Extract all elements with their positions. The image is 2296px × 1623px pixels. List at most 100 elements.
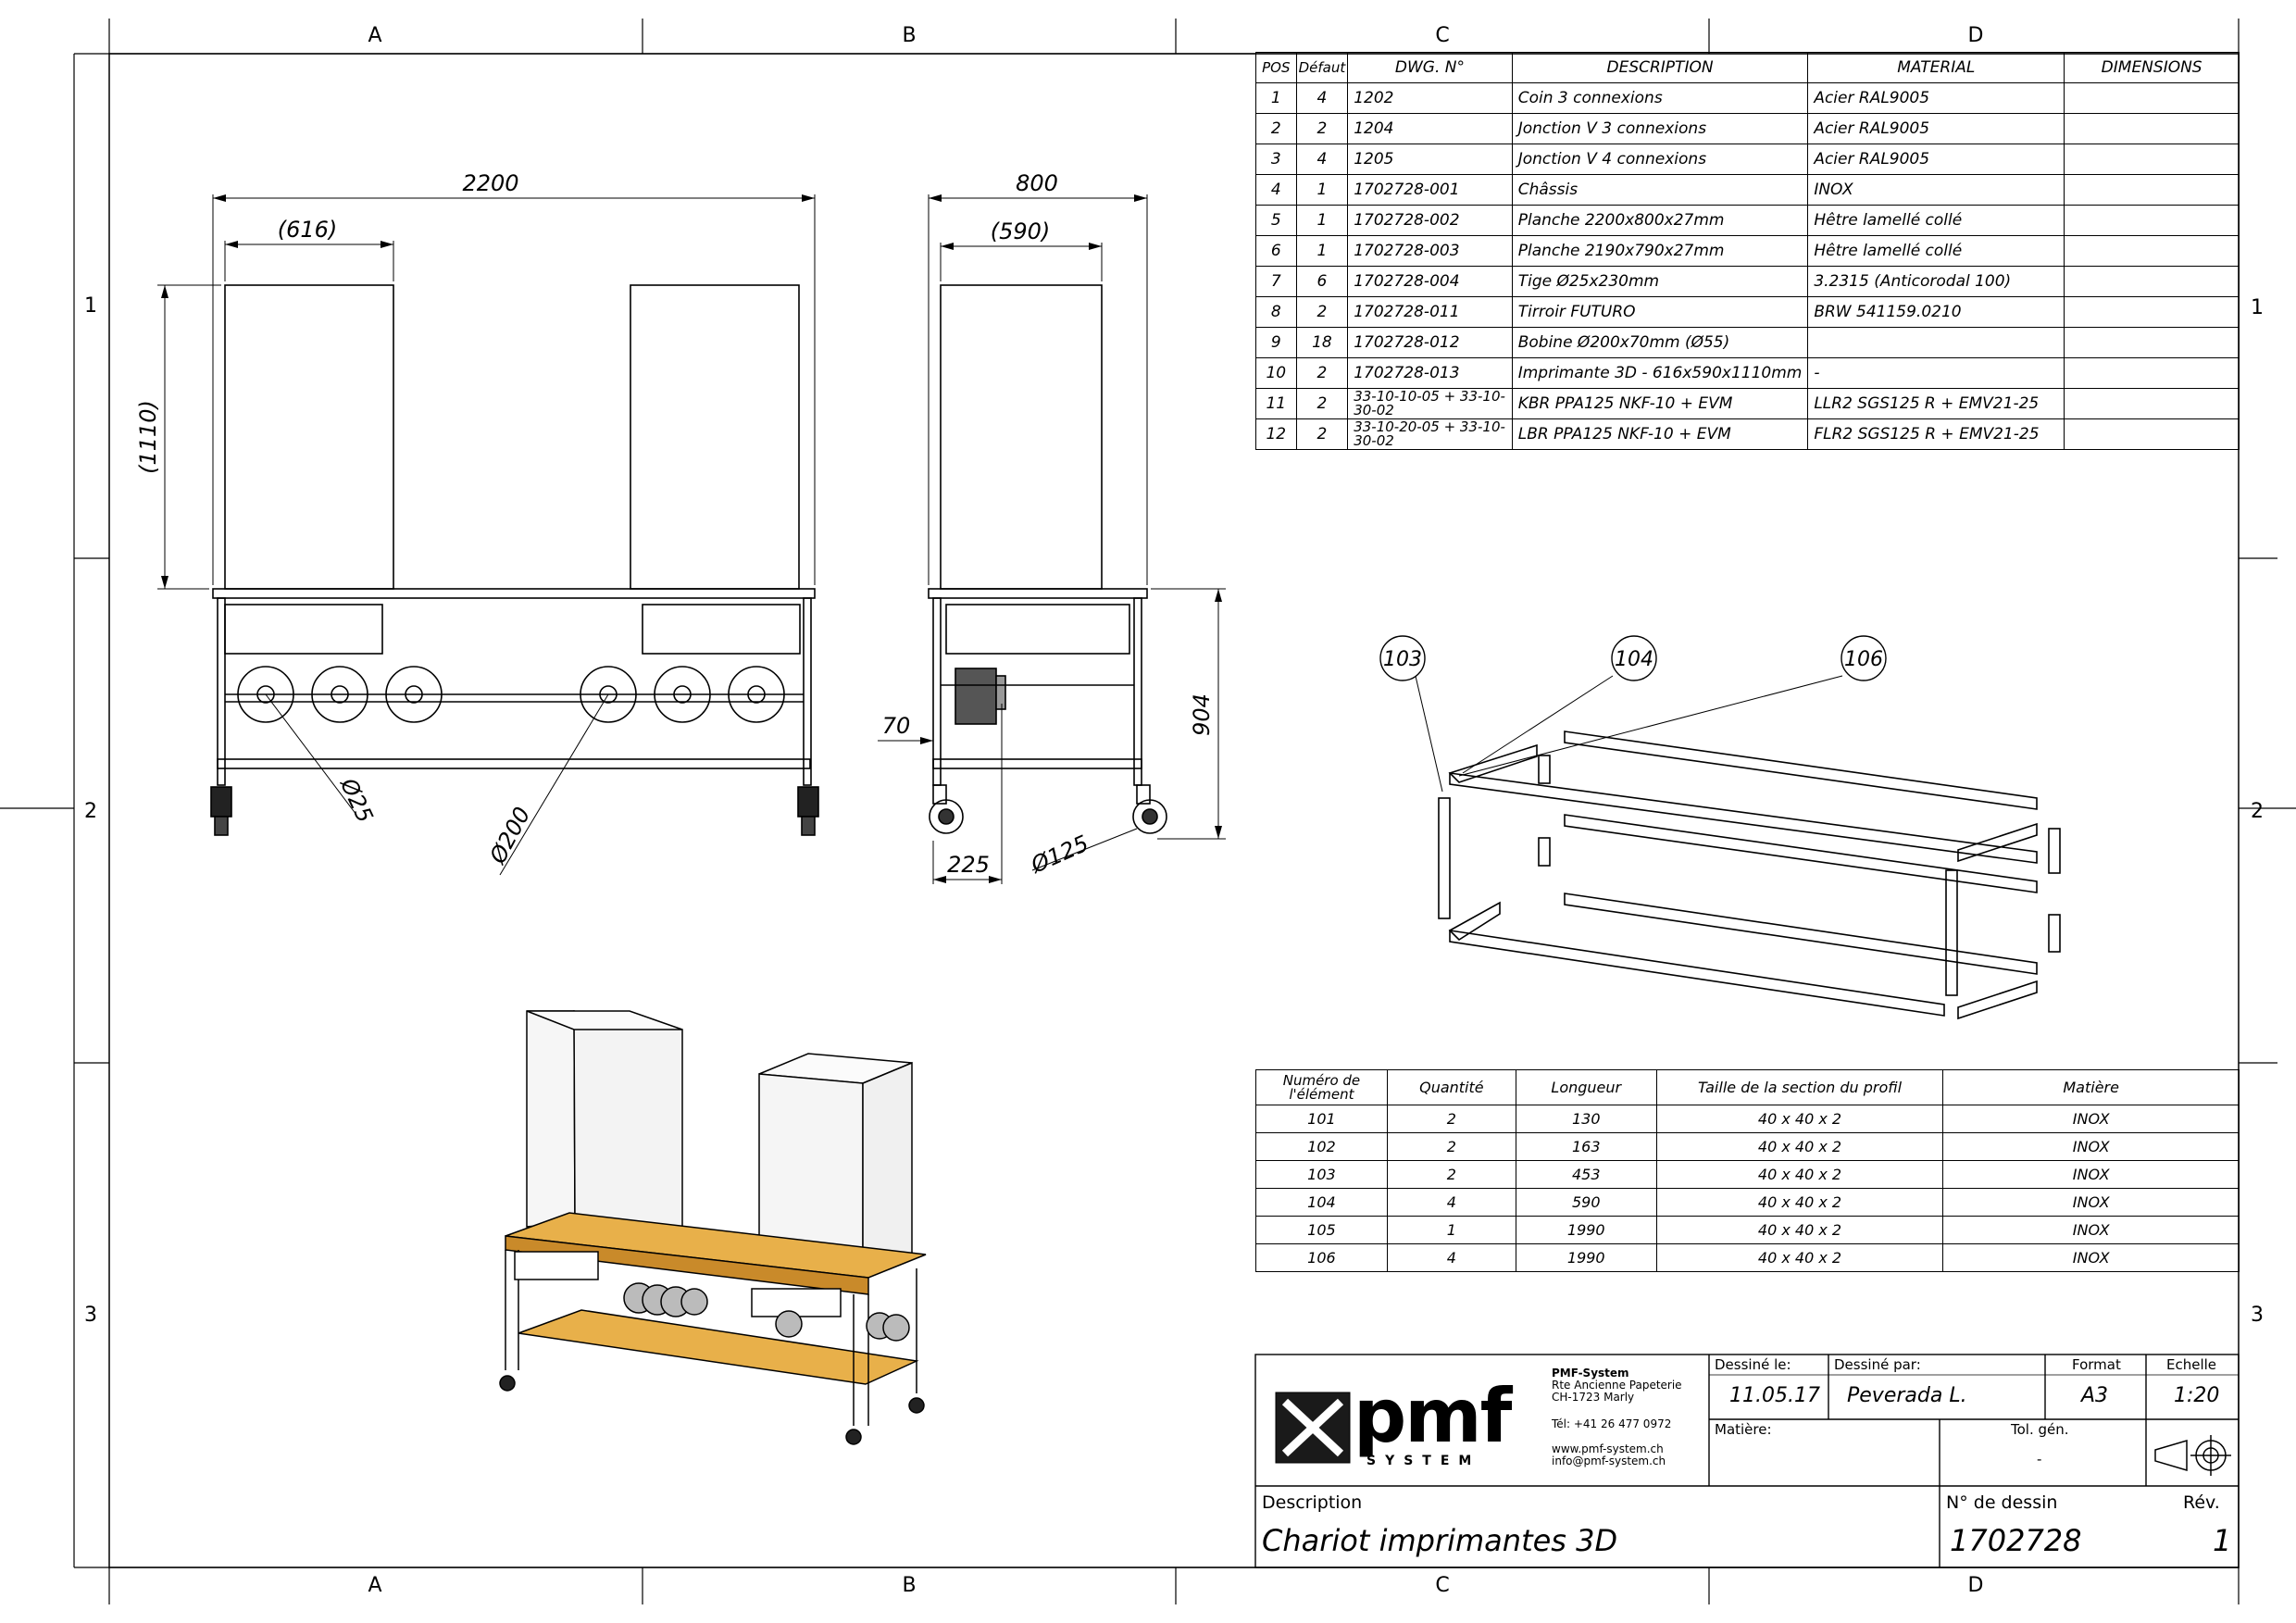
zone-col-c-bottom: C [1435,1574,1450,1597]
bom-header-row: POS Défaut DWG. N° DESCRIPTION MATERIAL … [1255,52,2240,83]
bom-header: DIMENSIONS [2064,52,2240,83]
elements-cell: 2 [1386,1105,1516,1133]
bom-cell: Jonction V 4 connexions [1511,144,1809,175]
bom-cell [2064,388,2240,419]
bom-cell: LLR2 SGS125 R + EMV21-25 [1807,388,2065,419]
elements-cell: 4 [1386,1188,1516,1217]
elements-cell: 1990 [1515,1216,1657,1244]
zone-col-d: D [1967,24,1984,47]
elements-header: Matière [1942,1069,2240,1105]
bom-cell: 8 [1255,296,1297,328]
dim-side-caster-offset: 225 [947,852,990,878]
zone-row-2: 2 [84,800,97,823]
elements-header: Taille de la section du profil [1655,1069,1944,1105]
bom-cell [2064,144,2240,175]
bom-cell [2064,266,2240,297]
drawn-by-label: Dessiné par: [1834,1356,1921,1373]
bom-cell: Acier RAL9005 [1807,113,2065,144]
scale-label: Echelle [2166,1356,2217,1373]
dim-side-printer-width: (590) [991,218,1051,244]
elements-cell: INOX [1942,1160,2240,1189]
bom-cell [2064,174,2240,206]
bom-cell: 4 [1295,82,1349,114]
tolerance-value: - [2037,1451,2042,1467]
drawn-on-label: Dessiné le: [1715,1356,1791,1373]
side-view [928,284,1167,834]
bom-cell [2064,82,2240,114]
elements-cell: 163 [1515,1132,1657,1161]
bom-cell: 2 [1295,418,1349,450]
elements-cell: 104 [1255,1188,1388,1217]
bom-cell: 1702728-011 [1347,296,1513,328]
bom-cell [2064,113,2240,144]
elements-cell: 103 [1255,1160,1388,1189]
bom-cell: 4 [1295,144,1349,175]
elements-header: Quantité [1386,1069,1516,1105]
bom-cell: 7 [1255,266,1297,297]
bom-header: DWG. N° [1347,52,1513,83]
company-phone: Tél: +41 26 477 0972 [1552,1417,1672,1430]
elements-header: Numéro de l'élément [1255,1069,1388,1105]
zone-col-a-bottom: A [368,1574,382,1597]
zone-col-d-bottom: D [1967,1574,1984,1597]
isometric-view [499,1010,927,1445]
drawn-by-value: Peverada L. [1847,1384,1967,1407]
bom-cell: 3 [1255,144,1297,175]
exploded-chassis [1438,730,2061,1020]
bom-cell: Planche 2200x800x27mm [1511,205,1809,236]
elements-cell: 2 [1386,1160,1516,1189]
logo-subtitle: SYSTEM [1366,1454,1481,1468]
bom-cell [2064,327,2240,358]
elements-cell: 2 [1386,1132,1516,1161]
balloon-106: 106 [1844,648,1883,671]
zone-col-a: A [368,24,382,47]
bom-cell: 10 [1255,357,1297,389]
bom-cell: 11 [1255,388,1297,419]
zone-row-3-right: 3 [2251,1304,2264,1327]
bom-cell: 1702728-004 [1347,266,1513,297]
elements-cell: 101 [1255,1105,1388,1133]
zone-col-b: B [902,24,917,47]
bom-cell: 1 [1295,174,1349,206]
elements-cell: INOX [1942,1216,2240,1244]
bom-table: POS Défaut DWG. N° DESCRIPTION MATERIAL … [1255,52,2240,450]
drawing-number-label: N° de dessin [1946,1492,2058,1513]
zone-row-1-right: 1 [2251,296,2264,319]
bom-cell: 1 [1255,82,1297,114]
drawn-on-value: 11.05.17 [1729,1384,1820,1407]
dim-side-offset: 70 [882,713,911,739]
bom-cell: 18 [1295,327,1349,358]
company-address-2: CH-1723 Marly [1552,1391,1635,1404]
company-address-1: Rte Ancienne Papeterie [1552,1379,1682,1392]
format-label: Format [2072,1356,2121,1373]
bom-cell: Bobine Ø200x70mm (Ø55) [1511,327,1809,358]
company-web: www.pmf-system.ch [1552,1442,1664,1455]
drawing-number-value: 1702728 [1950,1523,2082,1558]
scale-value: 1:20 [2174,1384,2220,1407]
bom-cell: Coin 3 connexions [1511,82,1809,114]
bom-cell: KBR PPA125 NKF-10 + EVM [1511,388,1809,419]
elements-header-row: Numéro de l'élément Quantité Longueur Ta… [1255,1069,2240,1105]
dim-side-height: 904 [1189,693,1215,736]
elements-cell: 40 x 40 x 2 [1655,1132,1944,1161]
revision-value: 1 [2213,1523,2232,1558]
bom-cell: - [1807,357,2065,389]
front-view [210,284,819,836]
elements-cell: 106 [1255,1243,1388,1272]
elements-cell: INOX [1942,1243,2240,1272]
bom-cell: 2 [1295,296,1349,328]
elements-cell: 102 [1255,1132,1388,1161]
bom-header: MATERIAL [1807,52,2065,83]
elements-cell: INOX [1942,1105,2240,1133]
elements-header: Longueur [1515,1069,1657,1105]
